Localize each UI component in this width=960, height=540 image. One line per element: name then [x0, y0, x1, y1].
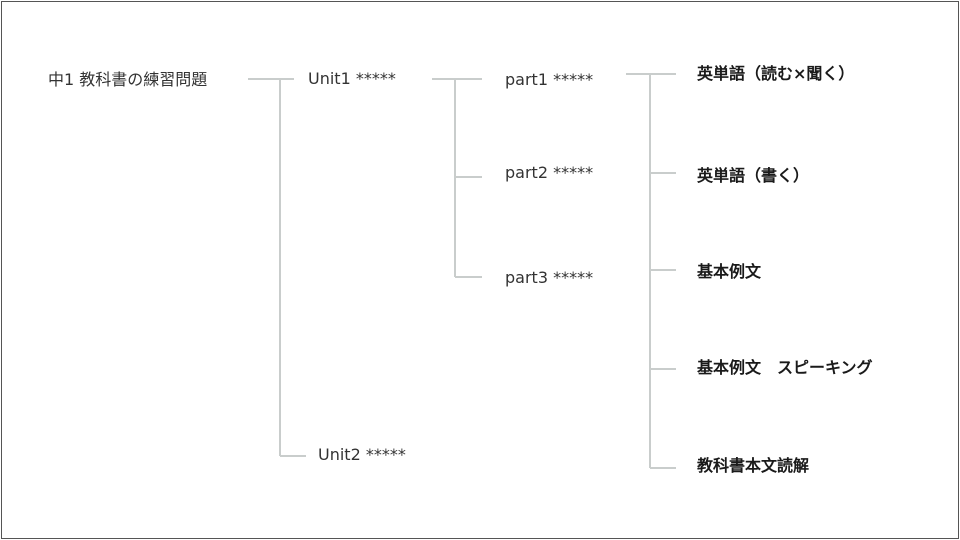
unit-node-2: Unit2 ***** — [318, 445, 406, 464]
root-node: 中1 教科書の練習問題 — [48, 70, 208, 89]
part-node-2: part2 ***** — [505, 163, 594, 182]
activity-node-4: 基本例文 スピーキング — [697, 358, 873, 377]
unit-node-1: Unit1 ***** — [308, 69, 396, 88]
part-node-3: part3 ***** — [505, 268, 594, 287]
part-node-1: part1 ***** — [505, 70, 594, 89]
activity-node-3: 基本例文 — [697, 262, 762, 281]
activity-node-2: 英単語（書く） — [697, 166, 810, 185]
activity-node-1: 英単語（読む×聞く） — [697, 64, 855, 83]
activity-node-5: 教科書本文読解 — [697, 456, 810, 475]
